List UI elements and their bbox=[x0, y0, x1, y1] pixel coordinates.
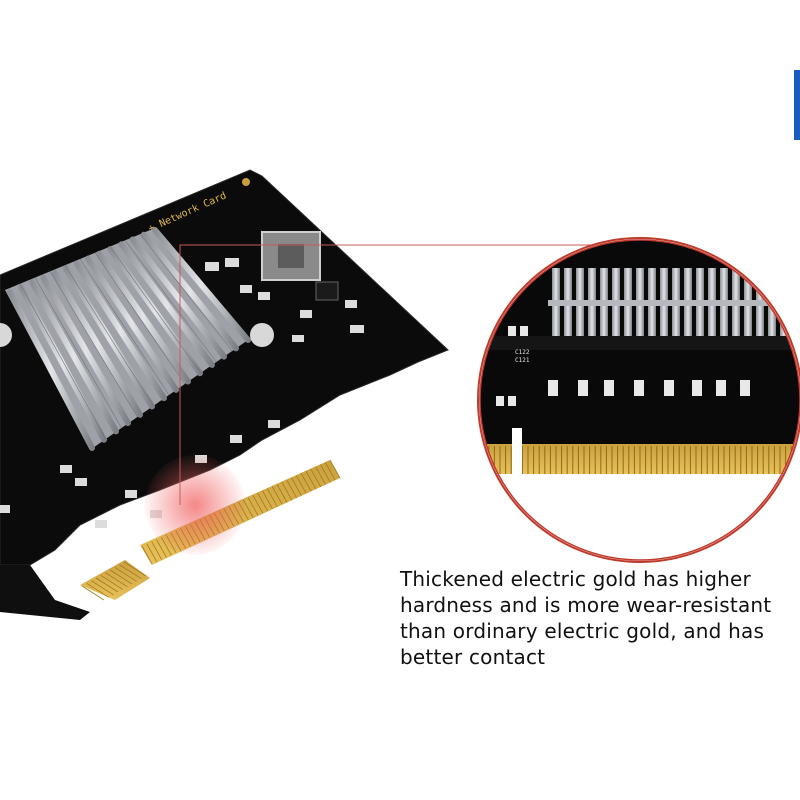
caption-line: better contact bbox=[400, 645, 546, 669]
caption-line: than ordinary electric gold, and has bbox=[400, 619, 765, 643]
highlight-spot bbox=[145, 455, 245, 555]
heatsink bbox=[0, 227, 274, 451]
mount-screw bbox=[0, 323, 12, 347]
contact-notch bbox=[512, 428, 522, 474]
accent-edge bbox=[794, 70, 800, 140]
mount-screw bbox=[250, 323, 274, 347]
caption-line: Thickened electric gold has higher bbox=[400, 567, 751, 591]
feature-caption: Thickened electric gold has higher hardn… bbox=[400, 566, 796, 670]
cap-label-top: C122 bbox=[515, 349, 530, 356]
caption-line: hardness and is more wear-resistant bbox=[400, 593, 772, 617]
zoom-components bbox=[496, 326, 750, 406]
cap-label-mid: C121 bbox=[515, 357, 530, 364]
zoom-callout: C122 C121 bbox=[477, 237, 800, 563]
